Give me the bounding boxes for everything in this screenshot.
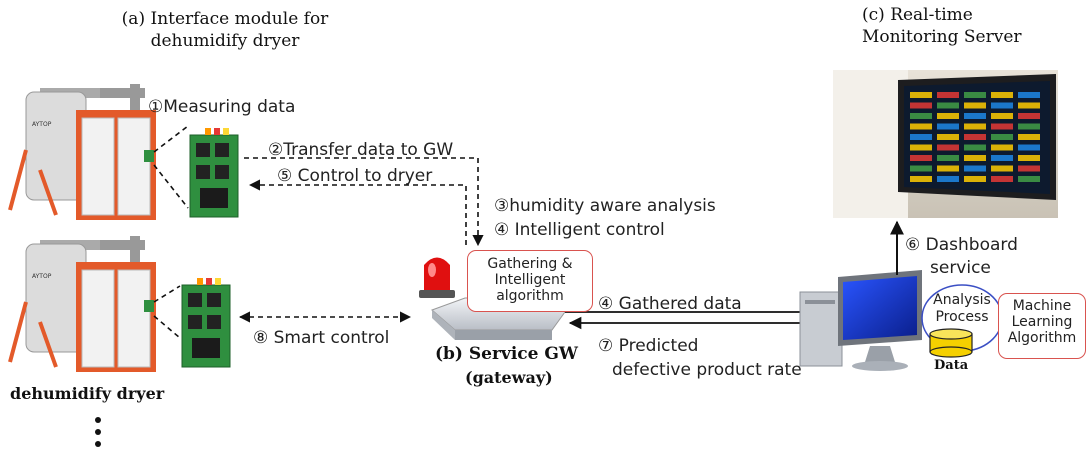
step5-label: ⑤ Control to dryer [277,166,433,186]
dashboard-cell [991,134,1013,140]
dashboard-cell [991,155,1013,161]
step7-label-2: defective product rate [612,360,802,380]
step4b-label: ④ Gathered data [598,294,742,314]
dryer-brand: AYTOP [32,121,52,128]
step7-label-1: ⑦ Predicted [598,336,699,356]
dashboard-cell [964,102,986,109]
dashboard-cell [910,144,932,151]
dashboard-cell [991,123,1013,130]
dashboard-cell [964,134,986,140]
dashboard-cell [937,144,959,151]
more-dot [95,441,101,447]
dashboard-cell [964,155,986,161]
dashboard-cell [991,165,1013,172]
dashboard-cell [991,176,1013,182]
monitoring-server-title: (c) Real-time Monitoring Server [862,5,1022,48]
dashboard-cell [1018,155,1040,161]
dashboard-cell [964,92,986,98]
dashboard-cell [1018,134,1040,140]
dryer-brand: AYTOP [32,273,52,280]
dashboard-cell [964,123,986,130]
dashboard-cell [1018,176,1040,182]
service-gw-title: (b) Service GW [435,344,578,364]
dashboard-cell [964,113,986,119]
dashboard-cell [937,134,959,140]
dashboard-screen-icon [833,70,1058,218]
step6-label-2: service [930,258,991,278]
dashboard-cell [964,176,986,182]
more-dot [95,429,101,435]
dashboard-cell [991,113,1013,119]
dashboard-cell [937,92,959,98]
dashboard-cell [910,165,932,172]
step3-label: ③humidity aware analysis [494,196,716,216]
pcb-board-icon [189,128,239,218]
dashboard-cell [910,92,932,98]
step1-label: ①Measuring data [148,97,296,117]
data-label: Data [934,358,969,373]
dashboard-cell [1018,113,1040,119]
dashboard-cell [937,113,959,119]
computer-icon [799,270,922,371]
pcb-board-icon [181,278,231,368]
analysis-process-label: Analysis Process [933,292,991,325]
dashboard-cell [991,102,1013,109]
dashboard-cell [937,165,959,172]
dryer-icon [8,84,156,220]
dashboard-cell [964,144,986,151]
step4-label: ④ Intelligent control [494,220,665,240]
interface-module-title: (a) Interface module for dehumidify drye… [121,9,329,52]
dashboard-cell [1018,92,1040,98]
dashboard-cell [1018,165,1040,172]
step2-label: ②Transfer data to GW [268,140,454,160]
dashboard-cell [910,176,932,182]
dashboard-cell [937,123,959,130]
dashboard-cell [964,165,986,172]
dryer-icon [8,236,156,372]
step8-label: ⑧ Smart control [253,328,390,348]
service-gw-subtitle: (gateway) [465,368,553,387]
dashboard-cell [1018,102,1040,109]
dashboard-cell [1018,144,1040,151]
dashboard-cell [937,102,959,109]
more-dot [95,417,101,423]
gathering-algorithm-box: Gathering & Intelligent algorithm [467,250,593,312]
database-icon [929,328,973,358]
dashboard-cell [1018,123,1040,130]
dashboard-cell [910,155,932,161]
step6-label-1: ⑥ Dashboard [905,235,1018,255]
dashboard-cell [910,102,932,109]
dashboard-cell [937,176,959,182]
alarm-light-icon [419,257,455,298]
dashboard-cell [991,92,1013,98]
dashboard-cell [910,123,932,130]
dashboard-cell [910,134,932,140]
ml-algorithm-box: Machine Learning Algorithm [998,293,1086,359]
dashboard-cell [991,144,1013,151]
dryer-caption: dehumidify dryer [10,384,165,403]
dashboard-cell [937,155,959,161]
dashboard-cell [910,113,932,119]
